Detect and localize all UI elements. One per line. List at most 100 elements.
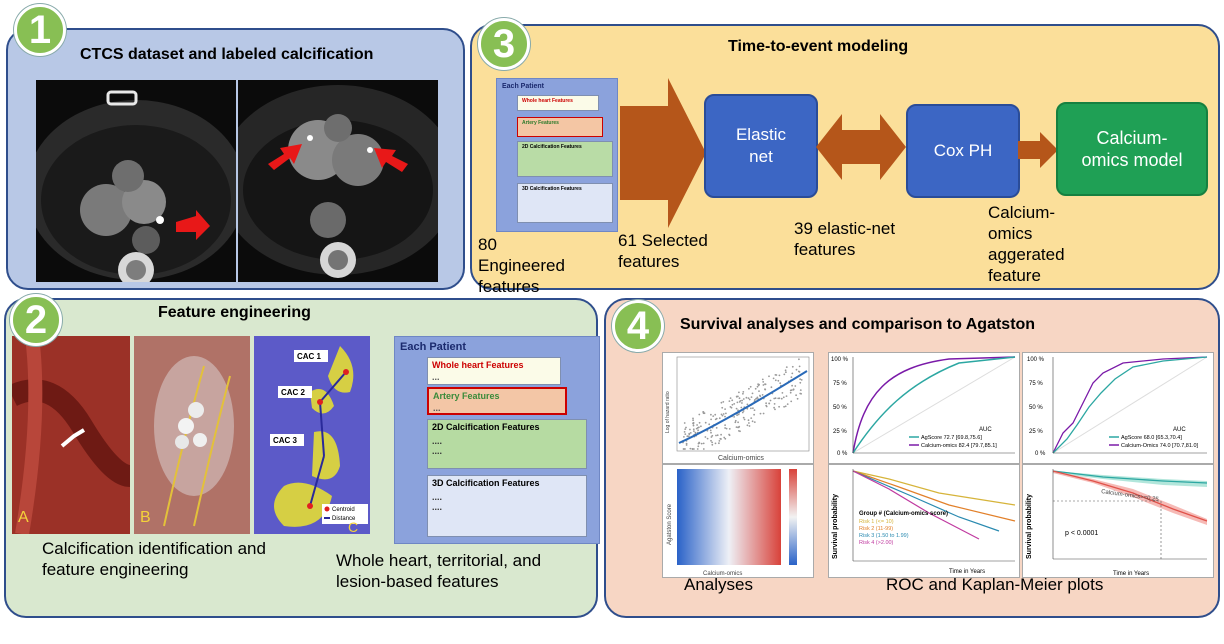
scatter-point xyxy=(798,358,800,361)
scatter-point xyxy=(785,371,787,374)
scatter-point xyxy=(748,425,751,427)
scatter-point xyxy=(777,397,780,400)
panel4-title: Survival analyses and comparison to Agat… xyxy=(680,316,1036,333)
scatter-point xyxy=(724,427,726,429)
km2-xlabel: Time in Years xyxy=(1113,571,1149,577)
roc1-tick-100: 100 % xyxy=(831,357,849,363)
cac-render-c-graphic: CAC 1 CAC 2 CAC 3 Centroid Distance C xyxy=(254,336,370,534)
scatter-point xyxy=(762,412,765,415)
scatter-point xyxy=(751,420,754,423)
scatter-point xyxy=(799,389,802,391)
scatter-point xyxy=(684,428,687,430)
scatter-point xyxy=(780,397,783,400)
scatter-point xyxy=(751,392,754,395)
roc1-legend-title: AUC xyxy=(979,427,992,433)
scatter-point xyxy=(753,409,756,411)
scatter-point xyxy=(773,406,775,409)
heart-render-image-a: A xyxy=(12,336,130,534)
scatter-point xyxy=(789,391,792,394)
scatter-point xyxy=(737,413,740,416)
scatter-point xyxy=(720,438,722,440)
panel4-badge: 4 xyxy=(612,300,664,352)
roc-plot-1: 100 % 75 % 50 % 25 % 0 % AUC AgScore 72.… xyxy=(828,352,1020,464)
model-arrow xyxy=(1018,132,1058,168)
scatter-point xyxy=(748,398,751,401)
panel-ctcs-dataset: CTCS dataset and labeled calcification xyxy=(6,28,465,290)
scatter-point xyxy=(720,413,723,416)
scatter-point xyxy=(696,448,699,450)
scatter-point xyxy=(755,397,757,400)
scatter-point xyxy=(697,445,700,448)
ct-scan-image-1 xyxy=(36,80,236,282)
calcium-omics-model-box: Calcium-omics model xyxy=(1056,102,1208,196)
heatmap-xlabel: Calcium-omics xyxy=(703,571,742,577)
scatter-point xyxy=(688,432,691,435)
scatter-point xyxy=(689,447,692,450)
small-feature-artery: Artery Features xyxy=(517,117,603,137)
scatter-point xyxy=(785,366,788,368)
scatter-point xyxy=(734,419,737,422)
scatter-point xyxy=(710,431,712,434)
scatter-point xyxy=(704,421,707,424)
patient-card-large: Each Patient Whole heart Features... Art… xyxy=(394,336,600,544)
scatter-point xyxy=(791,384,793,387)
cac-label-1: CAC 1 xyxy=(297,352,322,361)
scatter-point xyxy=(753,421,756,423)
scatter-point xyxy=(754,387,757,390)
scatter-point xyxy=(778,405,780,408)
ct-scan-1-graphic xyxy=(36,90,236,282)
panel4-caption-left: Analyses xyxy=(684,575,753,594)
km1-group-4: Risk 4 (>2.00) xyxy=(859,540,894,546)
roc2-legend-title: AUC xyxy=(1173,427,1186,433)
scatter-point xyxy=(706,437,709,440)
scatter-point xyxy=(733,403,736,405)
scatter-point xyxy=(779,382,782,385)
scatter-point xyxy=(739,430,741,433)
scatter-point xyxy=(711,434,714,437)
roc2-legend-agscore: AgScore 68.0 [65.3,70.4] xyxy=(1121,435,1182,441)
scatter-point xyxy=(798,365,801,368)
scatter-point xyxy=(800,379,803,381)
scatter-point xyxy=(790,400,793,403)
scatter-point xyxy=(718,417,721,420)
scatter-point xyxy=(750,396,753,398)
scatter-point xyxy=(747,419,750,422)
ct-scan-2-graphic xyxy=(238,85,438,278)
scatter-point xyxy=(715,434,717,437)
scatter-point xyxy=(685,426,687,429)
scatter-point xyxy=(750,417,753,419)
scatter-point xyxy=(772,377,775,380)
ct-scan-image-2 xyxy=(238,80,438,282)
panel3-title: Time-to-event modeling xyxy=(728,38,909,55)
scatter-point xyxy=(698,426,700,429)
scatter-point xyxy=(778,374,781,377)
scatter-point xyxy=(692,428,695,431)
legend-distance: Distance xyxy=(332,516,356,522)
scatter-point xyxy=(745,396,748,399)
scatter-point xyxy=(789,389,792,392)
scatter-point xyxy=(698,413,701,416)
scatter-point xyxy=(738,397,741,400)
scatter-point xyxy=(691,448,694,450)
scatter-point xyxy=(693,448,695,450)
scatter-point xyxy=(724,408,726,410)
double-arrow xyxy=(816,114,906,180)
scatter-point xyxy=(715,417,718,420)
scatter-point xyxy=(746,403,749,406)
scatter-point xyxy=(682,448,685,450)
feature-3d-calcification: 3D Calcification Features.... .... xyxy=(427,475,587,537)
hazard-scatter-graphic: Calcium-omics Log of hazard ratio xyxy=(665,356,810,462)
scatter-point xyxy=(692,424,695,427)
heart-render-b-graphic: B xyxy=(134,336,250,534)
roc1-tick-0: 0 % xyxy=(837,451,848,457)
scatter-point xyxy=(698,441,700,444)
scatter-point xyxy=(774,379,777,382)
km1-group-3: Risk 3 (1.50 to 1.99) xyxy=(859,533,909,539)
scatter-point xyxy=(741,411,744,414)
scatter-point xyxy=(746,424,749,427)
scatter-point xyxy=(709,429,712,432)
scatter-point xyxy=(786,403,789,405)
scatter-point xyxy=(724,437,727,440)
scatter-point xyxy=(716,434,719,437)
scatter-point xyxy=(749,385,752,388)
